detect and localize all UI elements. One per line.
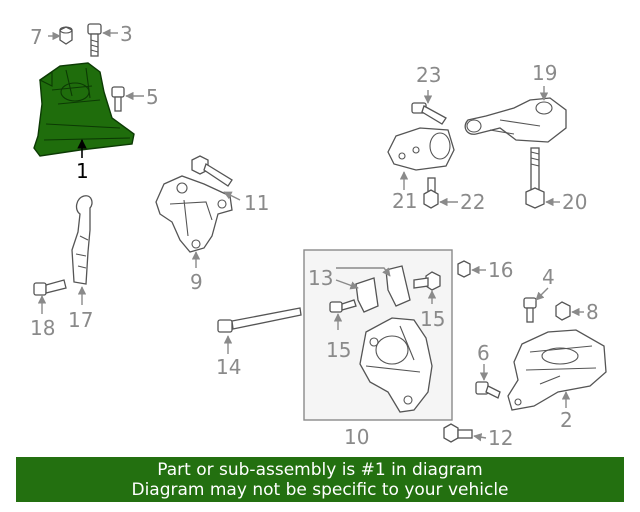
- part-6-bolt[interactable]: [475, 381, 501, 399]
- part-21-bracket[interactable]: [387, 127, 455, 171]
- callout-19[interactable]: 19: [532, 61, 557, 85]
- callout-4[interactable]: 4: [542, 265, 555, 289]
- part-3-bolt[interactable]: [87, 23, 102, 57]
- callout-6[interactable]: 6: [477, 341, 490, 365]
- callout-labels: 1 7 3 5 17 18 9 11 23 21 22 19 20 13 15 …: [30, 22, 599, 450]
- callout-13[interactable]: 13: [308, 266, 333, 290]
- part-1-mount-bracket[interactable]: [33, 62, 135, 157]
- callout-17[interactable]: 17: [68, 308, 93, 332]
- banner-line-1: Part or sub-assembly is #1 in diagram: [157, 460, 483, 480]
- callout-23[interactable]: 23: [416, 63, 441, 87]
- part-4-bolt[interactable]: [523, 297, 537, 323]
- part-8-nut[interactable]: [555, 301, 571, 321]
- banner-line-2: Diagram may not be specific to your vehi…: [131, 480, 509, 500]
- info-banner: Part or sub-assembly is #1 in diagram Di…: [16, 457, 624, 502]
- callout-12[interactable]: 12: [488, 426, 513, 450]
- callout-8[interactable]: 8: [586, 300, 599, 324]
- callout-10[interactable]: 10: [344, 425, 369, 449]
- part-15-bolt-left[interactable]: [329, 299, 357, 313]
- part-9-bracket[interactable]: [155, 175, 233, 253]
- callout-18[interactable]: 18: [30, 316, 55, 340]
- leader-lines: [37, 28, 584, 442]
- part-11-bolt[interactable]: [191, 155, 233, 187]
- callout-7[interactable]: 7: [30, 25, 43, 49]
- part-15-bolt-right[interactable]: [413, 271, 441, 291]
- callout-9[interactable]: 9: [190, 270, 203, 294]
- callout-3[interactable]: 3: [120, 22, 133, 46]
- part-7-nut[interactable]: [59, 26, 73, 45]
- callout-11[interactable]: 11: [244, 191, 269, 215]
- callout-22[interactable]: 22: [460, 190, 485, 214]
- part-10-assembly-box[interactable]: [303, 249, 453, 421]
- callout-15-left[interactable]: 15: [326, 338, 351, 362]
- part-20-bolt[interactable]: [525, 147, 545, 209]
- callout-14[interactable]: 14: [216, 355, 241, 379]
- callout-20[interactable]: 20: [562, 190, 587, 214]
- callout-1[interactable]: 1: [76, 159, 89, 183]
- part-2-transmission-mount[interactable]: [507, 329, 607, 411]
- callout-16[interactable]: 16: [488, 258, 513, 282]
- part-12-bolt[interactable]: [443, 423, 473, 443]
- callout-5[interactable]: 5: [146, 85, 159, 109]
- part-16-nut[interactable]: [457, 260, 471, 278]
- part-23-bolt[interactable]: [411, 102, 447, 125]
- callout-15-right[interactable]: 15: [420, 307, 445, 331]
- part-22-bolt[interactable]: [423, 177, 439, 209]
- part-14-bolt[interactable]: [217, 307, 302, 333]
- part-17-bracket-rod[interactable]: [71, 195, 93, 285]
- callout-21[interactable]: 21: [392, 189, 417, 213]
- part-19-torque-rod[interactable]: [464, 97, 567, 143]
- part-18-bolt[interactable]: [33, 279, 67, 296]
- part-5-bolt[interactable]: [111, 86, 125, 112]
- callout-2[interactable]: 2: [560, 408, 573, 432]
